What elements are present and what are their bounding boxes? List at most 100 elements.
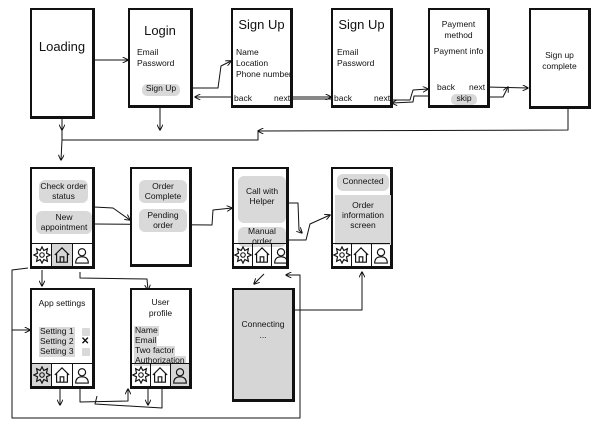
signup1-title: Sign Up xyxy=(238,17,285,32)
order-info-line3: screen xyxy=(350,219,376,230)
connected-navbar xyxy=(333,243,390,266)
profile-two-factor-field[interactable]: Two factor xyxy=(134,345,176,356)
signup2-next-button[interactable]: next xyxy=(374,93,391,103)
order-complete-button[interactable]: Order Complete xyxy=(139,180,187,203)
login-password-label: Password xyxy=(137,58,175,68)
nav-profile[interactable] xyxy=(372,244,390,266)
order-info-panel: Order information screen xyxy=(335,195,391,245)
pending-order-line1: Pending xyxy=(147,210,179,220)
orders-screen: Order Complete Pending order xyxy=(130,167,192,267)
appointment-screen: Call with Helper Manual order xyxy=(232,167,289,269)
home-icon xyxy=(152,366,169,383)
setting-2-checkbox[interactable]: ✕ xyxy=(81,336,90,347)
setting-3-checkbox[interactable] xyxy=(82,348,90,356)
setting-1-checkbox[interactable] xyxy=(82,328,90,336)
nav-profile[interactable] xyxy=(73,244,92,266)
connected-screen: Connected Order information screen xyxy=(331,167,393,269)
nav-profile[interactable] xyxy=(170,364,189,386)
login-email-label: Email xyxy=(137,47,159,57)
signup2-password-label: Password xyxy=(337,58,375,68)
connected-badge: Connected xyxy=(337,174,389,191)
nav-settings[interactable] xyxy=(32,364,53,386)
pending-order-button[interactable]: Pending order xyxy=(139,209,187,232)
payment-skip-button[interactable]: skip xyxy=(451,93,477,105)
signup1-next-button[interactable]: next xyxy=(274,93,291,103)
complete-line1: Sign up xyxy=(545,50,574,60)
manual-order-line2: order xyxy=(252,235,272,246)
payment-title-line2: method xyxy=(444,30,473,40)
arrow-payment-to-complete xyxy=(485,87,528,88)
profile-authorization-field[interactable]: Authorization xyxy=(134,355,186,366)
connecting-line1: Connecting xyxy=(241,319,285,329)
pending-order-line2: order xyxy=(153,219,173,230)
profile-icon xyxy=(75,368,90,384)
payment-info-label: Payment info xyxy=(433,46,484,56)
orders-navbar xyxy=(132,242,189,264)
setting-3-label: Setting 3 xyxy=(39,346,75,357)
manual-order-line1: Manual xyxy=(248,226,276,236)
complete-line2: complete xyxy=(542,61,577,71)
home-navbar xyxy=(32,243,92,266)
signup1-phone-label: Phone number xyxy=(236,69,292,79)
login-title: Login xyxy=(144,23,176,38)
nav-home[interactable] xyxy=(52,364,73,386)
app-settings-title: App settings xyxy=(38,298,86,308)
signup2-back-button[interactable]: back xyxy=(334,93,352,103)
nav-settings[interactable] xyxy=(32,244,53,266)
order-complete-line2: Complete xyxy=(144,190,182,201)
payment-screen: Payment method Payment info back next sk… xyxy=(428,8,490,108)
arrow-connecting-to-connected xyxy=(295,272,362,311)
call-helper-button[interactable]: Call with Helper xyxy=(238,176,286,223)
signup-complete-screen: Sign up complete xyxy=(529,8,591,109)
nav-home[interactable] xyxy=(52,244,73,266)
app-settings-screen: App settings Setting 1 Setting 2 Setting… xyxy=(30,288,95,389)
nav-settings[interactable] xyxy=(234,244,253,266)
nav-profile[interactable] xyxy=(272,244,290,266)
payment-back-button[interactable]: back xyxy=(437,82,455,92)
setting-1-label: Setting 1 xyxy=(39,326,75,337)
home-icon xyxy=(254,246,270,263)
signup1-location-label: Location xyxy=(236,58,269,68)
profile-email-field[interactable]: Email xyxy=(134,335,158,346)
settings-icon xyxy=(132,366,151,384)
settings-navbar xyxy=(32,363,92,386)
signup2-title: Sign Up xyxy=(338,17,385,32)
arrow-home-to-profile xyxy=(79,272,148,290)
nav-settings[interactable] xyxy=(333,244,353,266)
signup1-name-label: Name xyxy=(236,47,259,57)
nav-settings[interactable] xyxy=(132,364,152,386)
settings-icon xyxy=(32,366,51,384)
arrow-profile-to-settings xyxy=(94,389,163,409)
check-order-button[interactable]: Check order status xyxy=(39,180,88,203)
home-screen: Check order status New appointment xyxy=(30,167,95,269)
arrow-bus-to-home xyxy=(61,130,62,160)
nav-home[interactable] xyxy=(151,364,171,386)
signup1-back-button[interactable]: back xyxy=(234,93,252,103)
loading-screen: Loading xyxy=(30,8,95,119)
arrow-signup2-to-payment xyxy=(391,89,428,101)
payment-next-button[interactable]: next xyxy=(469,82,486,92)
check-order-line1: Check order xyxy=(40,181,87,191)
arrow-manual-to-connected xyxy=(286,215,330,241)
nav-home[interactable] xyxy=(253,244,272,266)
settings-icon xyxy=(32,246,51,264)
profile-icon xyxy=(373,248,388,264)
manual-order-button[interactable]: Manual order xyxy=(238,226,286,247)
user-profile-title-line1: User xyxy=(151,297,170,307)
check-order-line2: status xyxy=(52,190,75,201)
signup-button[interactable]: Sign Up xyxy=(142,83,180,96)
settings-icon xyxy=(234,246,252,264)
signup-screen-1: Sign Up Name Location Phone number back … xyxy=(231,8,293,108)
order-complete-line1: Order xyxy=(152,181,174,191)
user-profile-title-line2: profile xyxy=(148,308,173,318)
profile-name-field[interactable]: Name xyxy=(134,325,159,336)
appointment-navbar xyxy=(234,243,288,266)
arrow-call-to-connected xyxy=(286,202,302,233)
new-appointment-button[interactable]: New appointment xyxy=(36,211,92,234)
arrow-payment-back xyxy=(392,95,428,103)
nav-profile[interactable] xyxy=(73,364,92,386)
nav-home[interactable] xyxy=(352,244,372,266)
profile-navbar xyxy=(132,363,189,386)
arrow-check-to-orders xyxy=(93,206,130,220)
